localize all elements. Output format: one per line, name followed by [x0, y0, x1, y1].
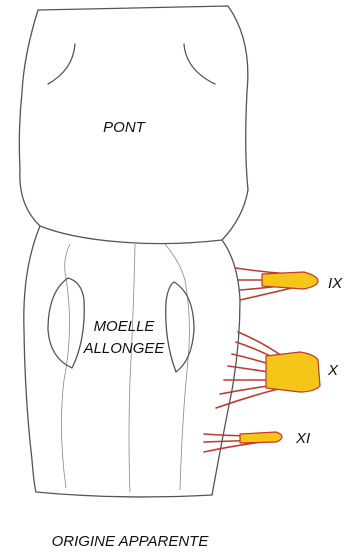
medulla-label-line1: MOELLE [94, 318, 156, 335]
nerve-xi-label: XI [295, 430, 310, 447]
pons-right-curve [184, 44, 215, 84]
nerve-xi [204, 432, 282, 452]
medulla-bottom [36, 492, 212, 497]
medulla-label-line2: ALLONGEE [83, 340, 166, 357]
pons-left-curve [48, 44, 75, 84]
left-olive [48, 278, 84, 368]
caption: ORIGINE APPARENTE [52, 533, 210, 550]
nerve-ix [236, 268, 318, 300]
nerve-x-label: X [327, 362, 339, 379]
medulla-outline [24, 226, 40, 492]
right-anterior-line [165, 244, 189, 490]
pons-label: PONT [103, 119, 147, 136]
nerve-ix-label: IX [328, 275, 343, 292]
median-fissure [129, 244, 135, 492]
nerve-x [216, 332, 320, 408]
